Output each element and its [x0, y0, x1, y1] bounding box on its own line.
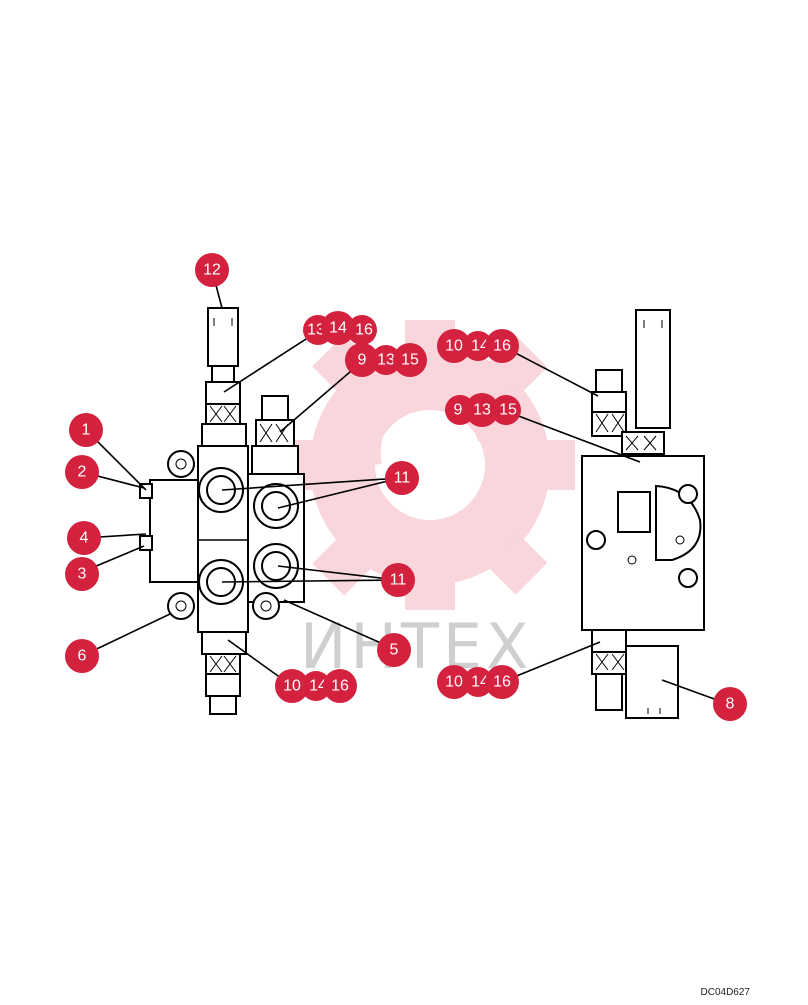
- svg-text:2: 2: [78, 464, 87, 481]
- svg-text:13: 13: [473, 402, 491, 419]
- svg-text:15: 15: [499, 402, 517, 419]
- callout-12: 12: [195, 253, 229, 287]
- right-valve-view: [581, 309, 705, 719]
- top-handle-right: [635, 309, 671, 429]
- callout-3: 3: [65, 557, 99, 591]
- svg-text:4: 4: [80, 530, 89, 547]
- svg-text:10: 10: [445, 338, 463, 355]
- callout-5: 5: [377, 633, 411, 667]
- svg-text:9: 9: [454, 402, 463, 419]
- svg-text:8: 8: [726, 696, 735, 713]
- svg-text:11: 11: [390, 572, 407, 589]
- svg-text:3: 3: [78, 566, 87, 583]
- drawing-code: DC04D627: [700, 987, 750, 998]
- svg-text:16: 16: [493, 674, 511, 691]
- svg-text:5: 5: [390, 642, 399, 659]
- callout-group-10-14-16-bottom-right: 14 16 10: [437, 665, 519, 699]
- svg-text:9: 9: [358, 352, 367, 369]
- callout-8: 8: [713, 687, 747, 721]
- svg-text:16: 16: [493, 338, 511, 355]
- callout-4: 4: [67, 521, 101, 555]
- svg-text:14: 14: [309, 678, 327, 695]
- svg-text:14: 14: [471, 674, 489, 691]
- svg-text:16: 16: [331, 678, 349, 695]
- svg-text:14: 14: [329, 320, 347, 337]
- callout-1: 1: [69, 413, 103, 447]
- svg-text:13: 13: [307, 322, 325, 339]
- top-handle: [207, 307, 239, 367]
- callout-group-10-14-16-left: 14 16 10: [275, 669, 357, 703]
- svg-text:12: 12: [203, 262, 221, 279]
- svg-text:16: 16: [355, 322, 373, 339]
- svg-text:11: 11: [394, 470, 411, 487]
- callout-group-9-13-15: 13 15 9: [345, 343, 427, 377]
- callout-group-13-14-16: 13 16 14: [303, 311, 377, 345]
- svg-text:10: 10: [283, 678, 301, 695]
- svg-text:1: 1: [82, 422, 91, 439]
- callout-2: 2: [65, 455, 99, 489]
- callout-group-9-13-15-right: 9 15 13: [445, 393, 521, 427]
- svg-text:14: 14: [471, 338, 489, 355]
- callouts: 1 2 4 3 6 12 13 16 14 13 15 9 11 11 5 14…: [65, 253, 747, 721]
- callout-11-upper: 11: [385, 461, 419, 495]
- svg-text:13: 13: [377, 352, 395, 369]
- watermark-gear-icon: [285, 320, 575, 610]
- callout-group-10-14-16-top-right: 14 16 10: [437, 329, 519, 363]
- callout-6: 6: [65, 639, 99, 673]
- svg-text:6: 6: [78, 648, 87, 665]
- svg-text:15: 15: [401, 352, 419, 369]
- left-valve-view: [139, 307, 305, 715]
- bottom-handle-right: [625, 645, 679, 719]
- callout-11-lower: 11: [381, 563, 415, 597]
- svg-text:10: 10: [445, 674, 463, 691]
